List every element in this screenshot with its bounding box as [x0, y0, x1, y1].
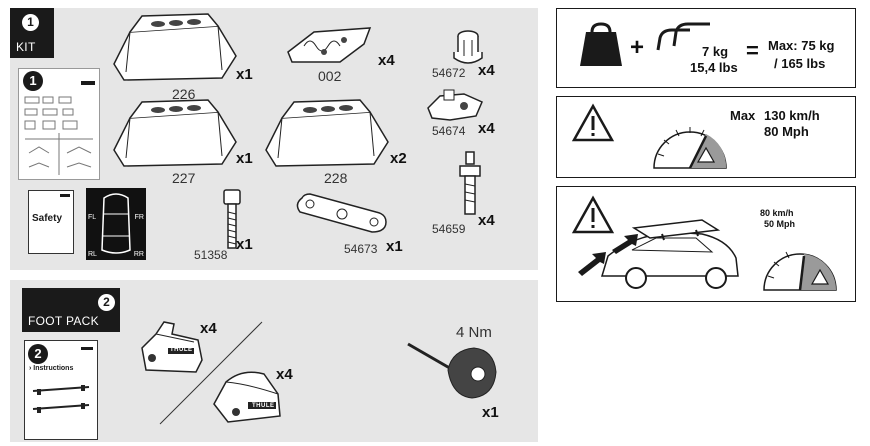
car-label-fr: FR — [134, 214, 144, 221]
roof-bar-pair-icon — [656, 22, 710, 51]
max-speed-kmh: 130 km/h — [764, 108, 820, 123]
part-002-icon — [287, 27, 372, 63]
weight-icon — [580, 22, 622, 66]
kit-booklet-number: 1 — [23, 71, 43, 91]
part-54672-code: 54672 — [432, 66, 466, 80]
max-weight-lbs: / 165 lbs — [774, 56, 826, 71]
max-speed-mph: 80 Mph — [764, 124, 809, 139]
part-226-code: 226 — [172, 86, 196, 102]
rack-weight-kg: 7 kg — [702, 44, 729, 59]
car-label-rl: RL — [88, 251, 97, 258]
foot-a-icon — [141, 321, 203, 373]
part-226-qty: x1 — [236, 66, 253, 83]
part-002-code: 002 — [318, 68, 342, 84]
pad-228-icon — [265, 99, 389, 167]
max-weight-kg: Max: 75 kg — [768, 38, 835, 53]
safety-label: Safety — [32, 213, 63, 224]
foot-pack-booklet-title: › Instructions — [29, 365, 74, 372]
foot-pack-booklet-number: 2 — [28, 344, 48, 364]
part-227-qty: x1 — [236, 150, 253, 167]
car-position-diagram: FL FR RL RR — [86, 188, 146, 260]
pad-227-icon — [113, 99, 237, 167]
part-54672-qty: x4 — [478, 62, 495, 79]
roof-bars-icon — [32, 385, 90, 413]
foot-b-icon — [213, 371, 281, 423]
foot-pack-tag-label: FOOT PACK — [28, 314, 99, 328]
part-51358-code: 51358 — [194, 248, 228, 262]
part-54674-code: 54674 — [432, 124, 466, 138]
weight-plus: + — [630, 34, 645, 61]
part-54673-qty: x1 — [386, 238, 403, 255]
part-54659-code: 54659 — [432, 222, 466, 236]
part-002-qty: x4 — [378, 52, 395, 69]
foot-a-brand: THULE — [170, 347, 193, 353]
foot-pack-tag: 2 FOOT PACK — [22, 288, 120, 332]
kit-instruction-booklet: 1 — [18, 68, 100, 180]
torque-tool-qty: x1 — [482, 404, 499, 421]
part-54672-icon — [453, 30, 483, 64]
car-label-rr: RR — [133, 251, 144, 258]
torque-label: 4 Nm — [456, 324, 492, 341]
kit-tag-label: KIT — [16, 40, 36, 54]
pad-226-icon — [113, 13, 237, 81]
car-with-load-icon — [578, 219, 739, 289]
part-54674-qty: x4 — [478, 120, 495, 137]
part-54659-icon — [459, 151, 481, 215]
part-54673-code: 54673 — [344, 242, 378, 256]
kit-tag-number: 1 — [22, 14, 39, 31]
part-54673-icon — [296, 193, 387, 233]
speedometer-icon — [653, 127, 727, 169]
safety-booklet: Safety — [28, 190, 74, 254]
part-54659-qty: x4 — [478, 212, 495, 229]
foot-b-qty: x4 — [276, 366, 293, 383]
foot-pack-tag-number: 2 — [98, 294, 115, 311]
load-speed-kmh: 80 km/h — [760, 208, 794, 218]
part-54674-icon — [427, 89, 483, 121]
warning-triangle-icon-2 — [571, 195, 615, 234]
part-228-code: 228 — [324, 170, 348, 186]
weight-equals: = — [746, 38, 759, 63]
load-speed-mph: 50 Mph — [764, 219, 796, 229]
car-top-view-icon — [101, 193, 131, 254]
booklet-diagram-icon — [24, 81, 95, 175]
part-228-qty: x2 — [390, 150, 407, 167]
speedometer-icon-2 — [763, 251, 837, 291]
speed-max-label: Max — [730, 108, 756, 123]
divider-line — [159, 321, 263, 425]
safety-logo-mark — [60, 194, 70, 197]
foot-pack-booklet-brand — [81, 347, 93, 350]
foot-a-qty: x4 — [200, 320, 217, 337]
part-227-code: 227 — [172, 170, 196, 186]
torque-key-icon — [407, 342, 497, 399]
foot-pack-instruction-booklet: 2 › Instructions — [24, 340, 98, 440]
part-51358-qty: x1 — [236, 236, 253, 253]
foot-b-brand: THULE — [252, 403, 275, 409]
kit-tag: 1 KIT — [10, 8, 54, 58]
car-label-fl: FL — [88, 214, 97, 221]
part-51358-icon — [223, 189, 241, 249]
rack-weight-lbs: 15,4 lbs — [690, 60, 738, 75]
warning-triangle-icon — [571, 103, 615, 142]
